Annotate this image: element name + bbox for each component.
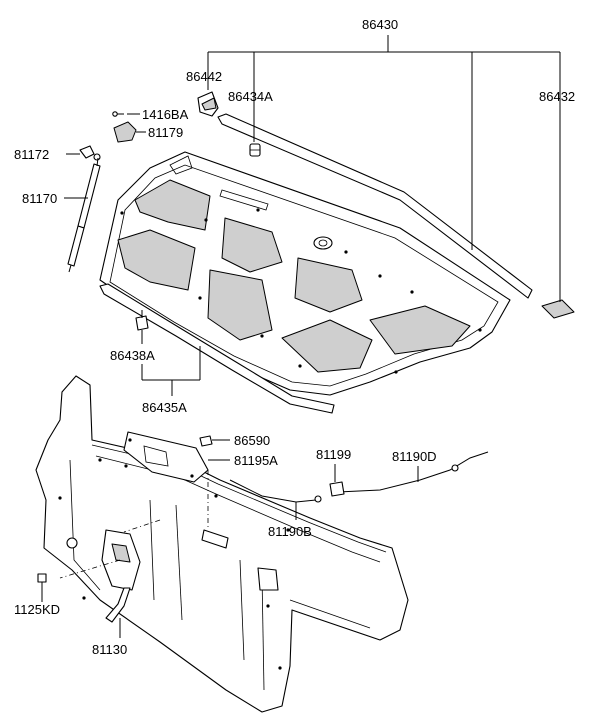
label-81195A: 81195A [234,453,278,468]
label-86435A: 86435A [142,400,187,415]
hood-panel [99,151,511,396]
hood-seal-strip [99,283,335,414]
radiator-support [35,375,409,713]
label-86442: 86442 [186,69,222,84]
label-81172: 81172 [14,147,49,162]
label-1416BA: 1416BA [142,107,189,122]
end-block-86432 [541,299,575,319]
label-81190D: 81190D [392,449,437,464]
clip-86590 [199,435,213,447]
clip-86438A [135,310,149,331]
clip-81172 [79,145,101,161]
label-86434A: 86434A [228,89,273,104]
label-81199: 81199 [316,447,351,462]
label-1125KD: 1125KD [14,602,60,617]
label-86430: 86430 [362,17,398,32]
bolt-1125KD [37,573,47,594]
release-cable-81190D [337,451,489,493]
label-81170: 81170 [22,191,57,206]
cable-joint-81199 [329,481,345,497]
weather-strip [217,113,533,299]
alignment-line [59,559,121,579]
hood-latch-81130 [101,529,141,623]
label-86590: 86590 [234,433,270,448]
leader-lines [41,35,561,638]
latch-bracket-81195A [123,431,209,483]
bumper-pad-86442 [197,91,219,117]
label-81130: 81130 [92,642,127,657]
gas-strut-81170 [67,157,101,273]
label-81179: 81179 [148,125,183,140]
bumper-86434A [249,143,261,157]
release-cable-81190B [229,479,317,503]
label-81190B: 81190B [268,524,312,539]
label-86438A: 86438A [110,348,155,363]
label-86432: 86432 [539,89,575,104]
bumper-81179 [113,121,137,143]
bolt-1416BA [112,111,124,117]
